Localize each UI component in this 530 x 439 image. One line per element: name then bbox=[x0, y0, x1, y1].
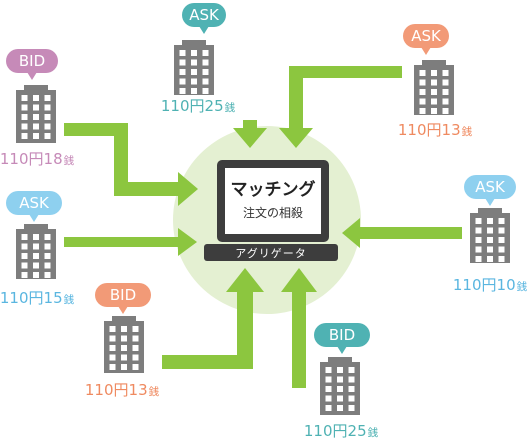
ask-label: ASK bbox=[475, 178, 506, 196]
price-label: 110円13銭 bbox=[398, 121, 473, 139]
bid-label: BID bbox=[19, 52, 45, 70]
participants: ASK110円25銭ASK110円13銭BID110円18銭ASK110円15銭… bbox=[0, 3, 528, 439]
price-unit: 銭 bbox=[225, 101, 236, 114]
matching-title: マッチング bbox=[231, 179, 316, 200]
bid-bubble bbox=[6, 49, 58, 73]
ask-bubble bbox=[464, 175, 516, 199]
bid-bubble bbox=[314, 323, 370, 347]
laptop-screen bbox=[225, 168, 321, 234]
ask-bubble bbox=[6, 191, 62, 215]
bubble-pointer bbox=[27, 72, 37, 80]
price-unit: 銭 bbox=[517, 280, 528, 293]
price-value: 110円25 bbox=[161, 97, 224, 115]
price-label: 110円25銭 bbox=[161, 97, 236, 115]
bubble-pointer bbox=[485, 198, 495, 206]
price-label: 110円15銭 bbox=[0, 289, 75, 307]
price-value: 110円15 bbox=[0, 289, 63, 307]
bid-label: BID bbox=[329, 326, 355, 344]
price-label: 110円18銭 bbox=[0, 150, 75, 168]
price-value: 110円13 bbox=[398, 121, 461, 139]
arrow-from-ask-top-right bbox=[279, 66, 402, 148]
price-label: 110円25銭 bbox=[304, 422, 379, 439]
matching-subtitle: 注文の相殺 bbox=[243, 205, 303, 220]
bubble-pointer bbox=[421, 47, 431, 55]
participant-bid-bottom-left: BID 110円13銭 bbox=[85, 283, 160, 399]
bubble-pointer bbox=[199, 26, 209, 34]
price-value: 110円25 bbox=[304, 422, 367, 439]
building-icon bbox=[16, 85, 56, 143]
building-icon bbox=[104, 316, 144, 373]
bubble-pointer bbox=[337, 346, 347, 354]
ask-bubble bbox=[182, 3, 226, 27]
ask-label: ASK bbox=[189, 6, 220, 24]
bubble-pointer bbox=[118, 306, 128, 314]
ask-bubble bbox=[403, 24, 449, 48]
price-value: 110円10 bbox=[453, 276, 516, 294]
arrow-from-ask-right bbox=[342, 218, 462, 248]
participant-ask-right: ASK 110円10銭 bbox=[453, 175, 528, 294]
arrow-from-bid-bottom-left bbox=[162, 268, 264, 369]
participant-ask-top-right: ASK 110円13銭 bbox=[398, 24, 473, 139]
laptop-base bbox=[204, 244, 338, 261]
price-label: 110円13銭 bbox=[85, 381, 160, 399]
participant-bid-top-left: BID 110円18銭 bbox=[0, 49, 75, 168]
price-unit: 銭 bbox=[64, 293, 75, 306]
bid-label: BID bbox=[110, 286, 136, 304]
price-unit: 銭 bbox=[64, 154, 75, 167]
ask-label: ASK bbox=[19, 194, 50, 212]
price-label: 110円10銭 bbox=[453, 276, 528, 294]
price-unit: 銭 bbox=[462, 125, 473, 138]
price-unit: 銭 bbox=[149, 385, 160, 398]
arrow-from-bid-top-left bbox=[64, 123, 198, 206]
building-icon bbox=[320, 357, 360, 415]
building-icon bbox=[414, 60, 454, 115]
arrow-from-ask-top bbox=[233, 120, 267, 148]
flow-arrows bbox=[64, 66, 462, 388]
participant-ask-left: ASK 110円15銭 bbox=[0, 191, 75, 307]
building-icon bbox=[16, 224, 56, 279]
participant-bid-bottom-right: BID 110円25銭 bbox=[304, 323, 379, 439]
participant-ask-top: ASK 110円25銭 bbox=[161, 3, 236, 115]
price-value: 110円18 bbox=[0, 150, 63, 168]
aggregator-label: アグリゲータ bbox=[235, 246, 306, 260]
ask-label: ASK bbox=[411, 27, 442, 45]
building-icon bbox=[174, 40, 214, 95]
bid-bubble bbox=[95, 283, 151, 307]
price-unit: 銭 bbox=[368, 426, 379, 439]
bubble-pointer bbox=[29, 214, 39, 222]
arrow-from-bid-bottom-right bbox=[281, 268, 317, 388]
aggregator-laptop: マッチング 注文の相殺 アグリゲータ bbox=[204, 160, 338, 261]
price-value: 110円13 bbox=[85, 381, 148, 399]
arrow-from-ask-left bbox=[64, 228, 197, 256]
building-icon bbox=[470, 208, 510, 263]
